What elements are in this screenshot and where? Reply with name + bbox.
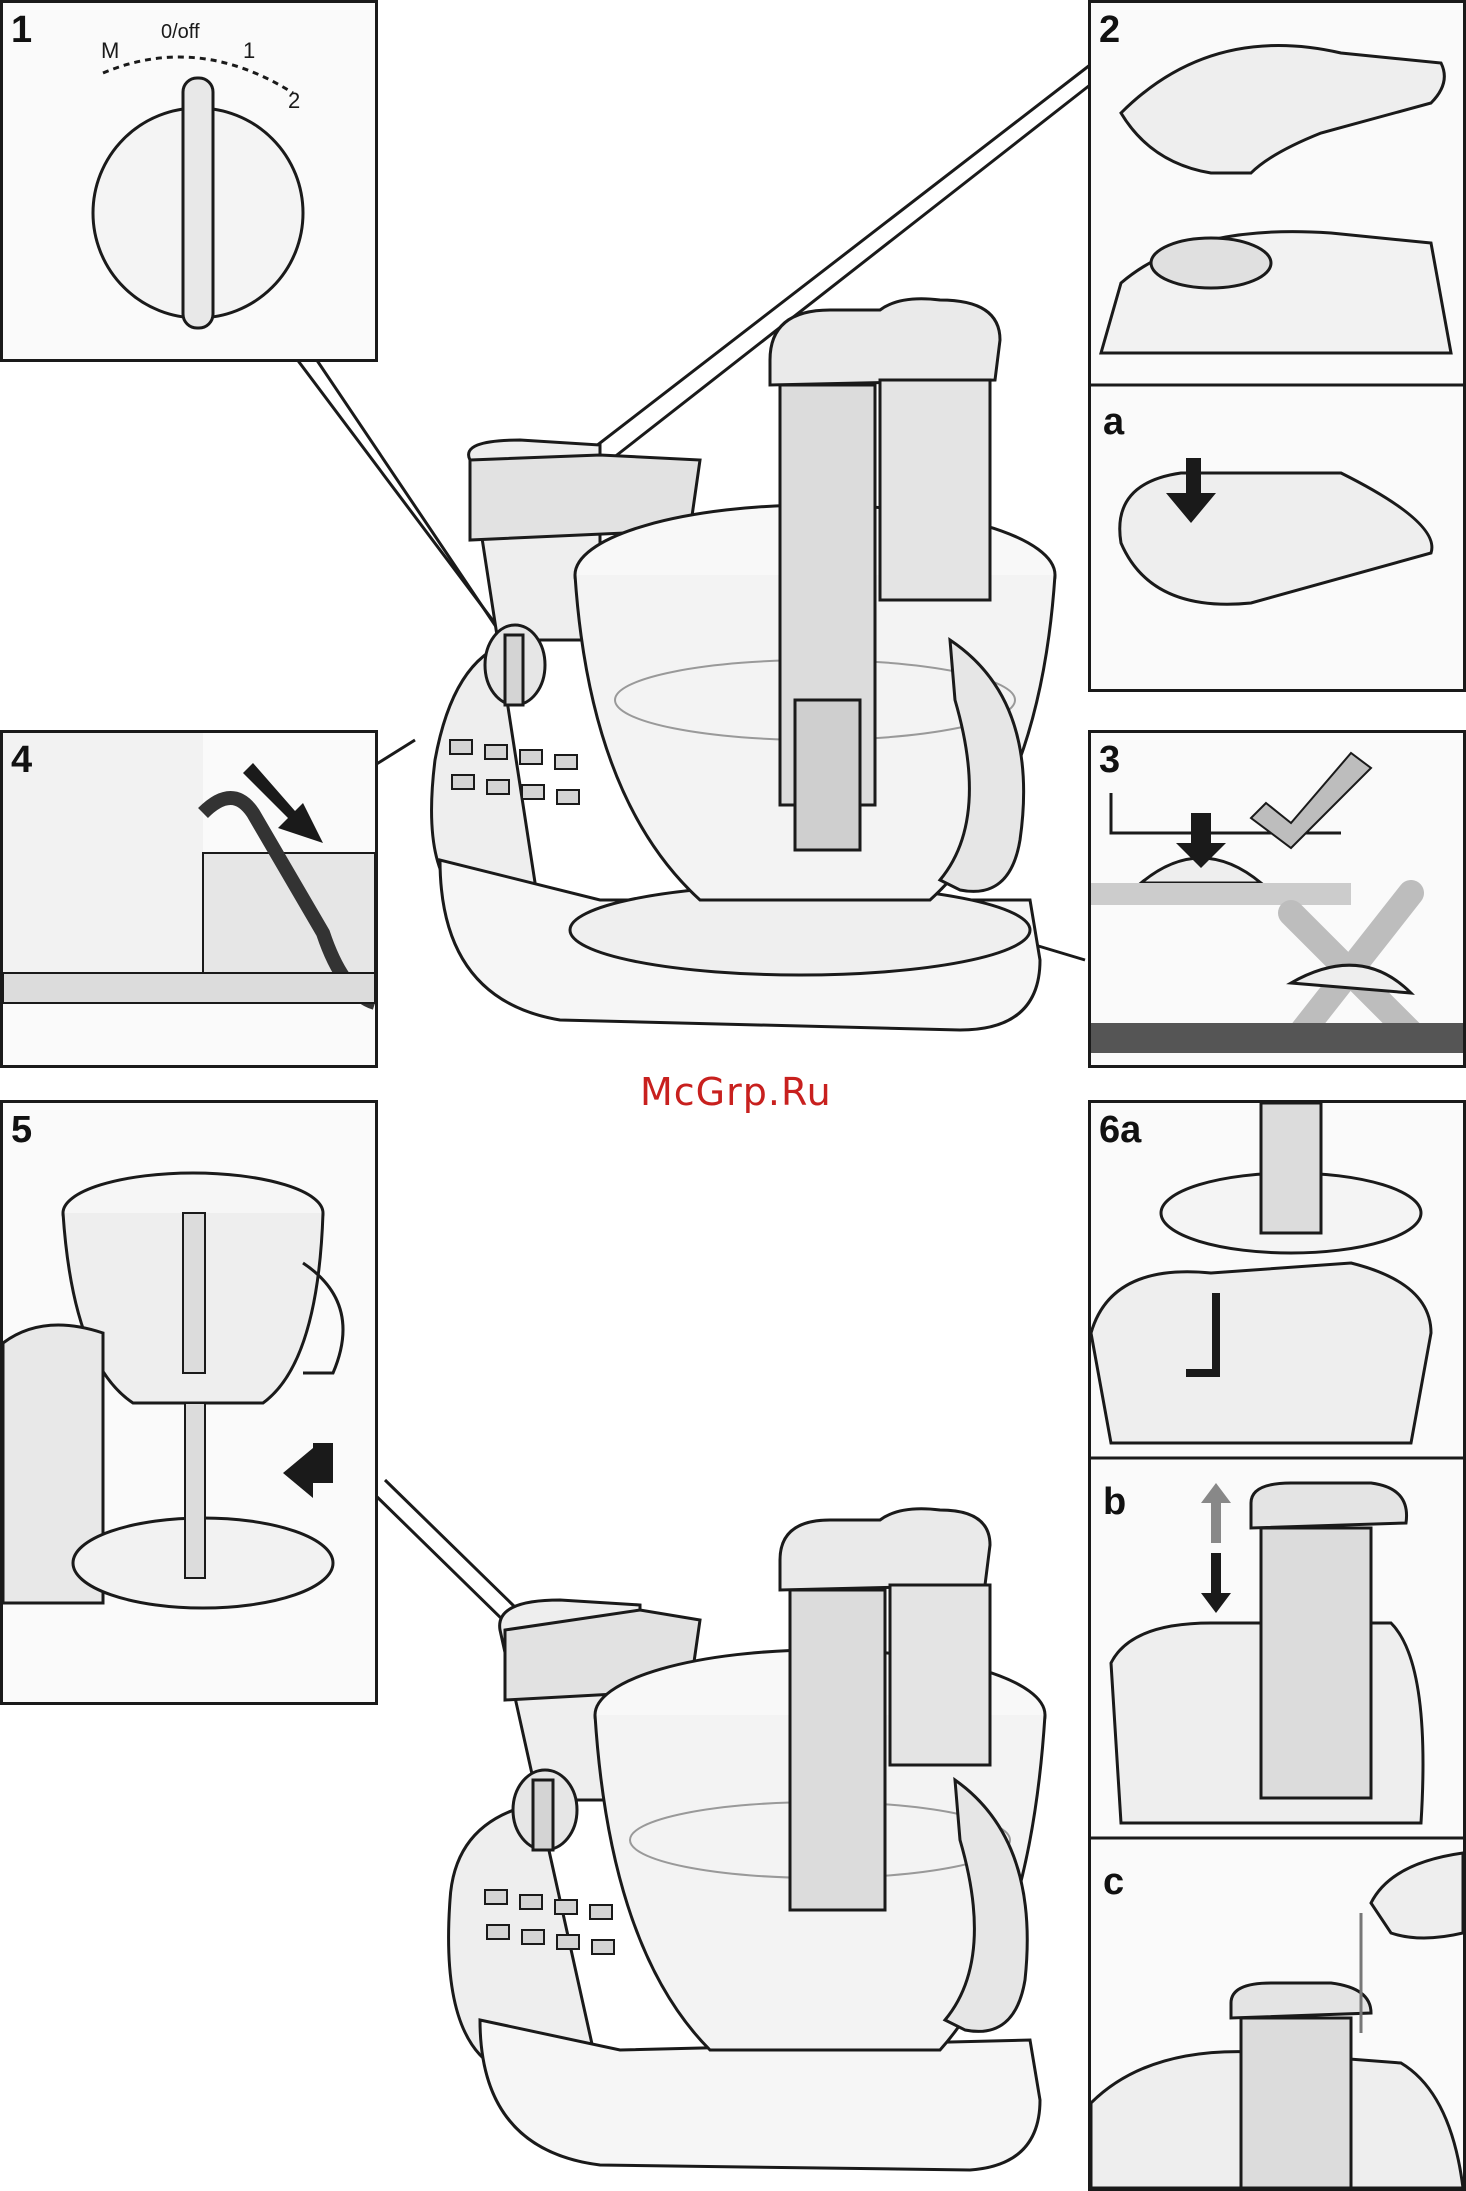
down-arrow-icon	[1201, 1553, 1231, 1613]
panel-6-number: 6a	[1099, 1111, 1141, 1149]
dial-pointer	[183, 78, 213, 328]
left-arrow-icon	[283, 1443, 333, 1498]
placement-illustration	[1091, 733, 1463, 1065]
food-processor-bottom	[449, 1509, 1045, 2170]
leader-line-4	[375, 740, 415, 765]
dial-label-off: 0/off	[161, 21, 200, 43]
dial-label-m: M	[101, 38, 119, 63]
panel-2-number: 2	[1099, 11, 1120, 49]
up-arrow-icon	[1201, 1483, 1231, 1543]
watermark-text: McGrp.Ru	[640, 1070, 832, 1114]
dial-illustration: M 0/off 1 2	[3, 3, 375, 359]
feedtube-illustration	[1091, 1103, 1463, 2188]
panel-6-sub-b: b	[1103, 1483, 1126, 1521]
panel-2-sub-a: a	[1103, 403, 1124, 441]
panel-6-feedtube: 6a b c	[1088, 1100, 1466, 2191]
bowl-illustration	[3, 1103, 375, 1702]
cross-icon	[1291, 893, 1411, 1033]
panel-6-sub-c: c	[1103, 1863, 1124, 1901]
leader-line-3	[1035, 945, 1085, 960]
food-processor-top	[432, 299, 1055, 1030]
lid-illustration	[1091, 3, 1463, 689]
panel-3-number: 3	[1099, 741, 1120, 779]
dial-label-1: 1	[243, 38, 255, 63]
panel-3-placement: 3	[1088, 730, 1466, 1068]
direction-arrow-icon	[243, 763, 323, 843]
panel-5-bowl: 5	[0, 1100, 378, 1705]
panel-1-number: 1	[11, 11, 32, 49]
panel-1-dial: 1 M 0/off 1 2	[0, 0, 378, 362]
panel-2-lid: 2 a	[1088, 0, 1466, 692]
cord-illustration	[3, 733, 375, 1065]
panel-5-number: 5	[11, 1111, 32, 1149]
panel-4-cord: 4	[0, 730, 378, 1068]
panel-4-number: 4	[11, 741, 32, 779]
dial-label-2: 2	[288, 88, 300, 113]
